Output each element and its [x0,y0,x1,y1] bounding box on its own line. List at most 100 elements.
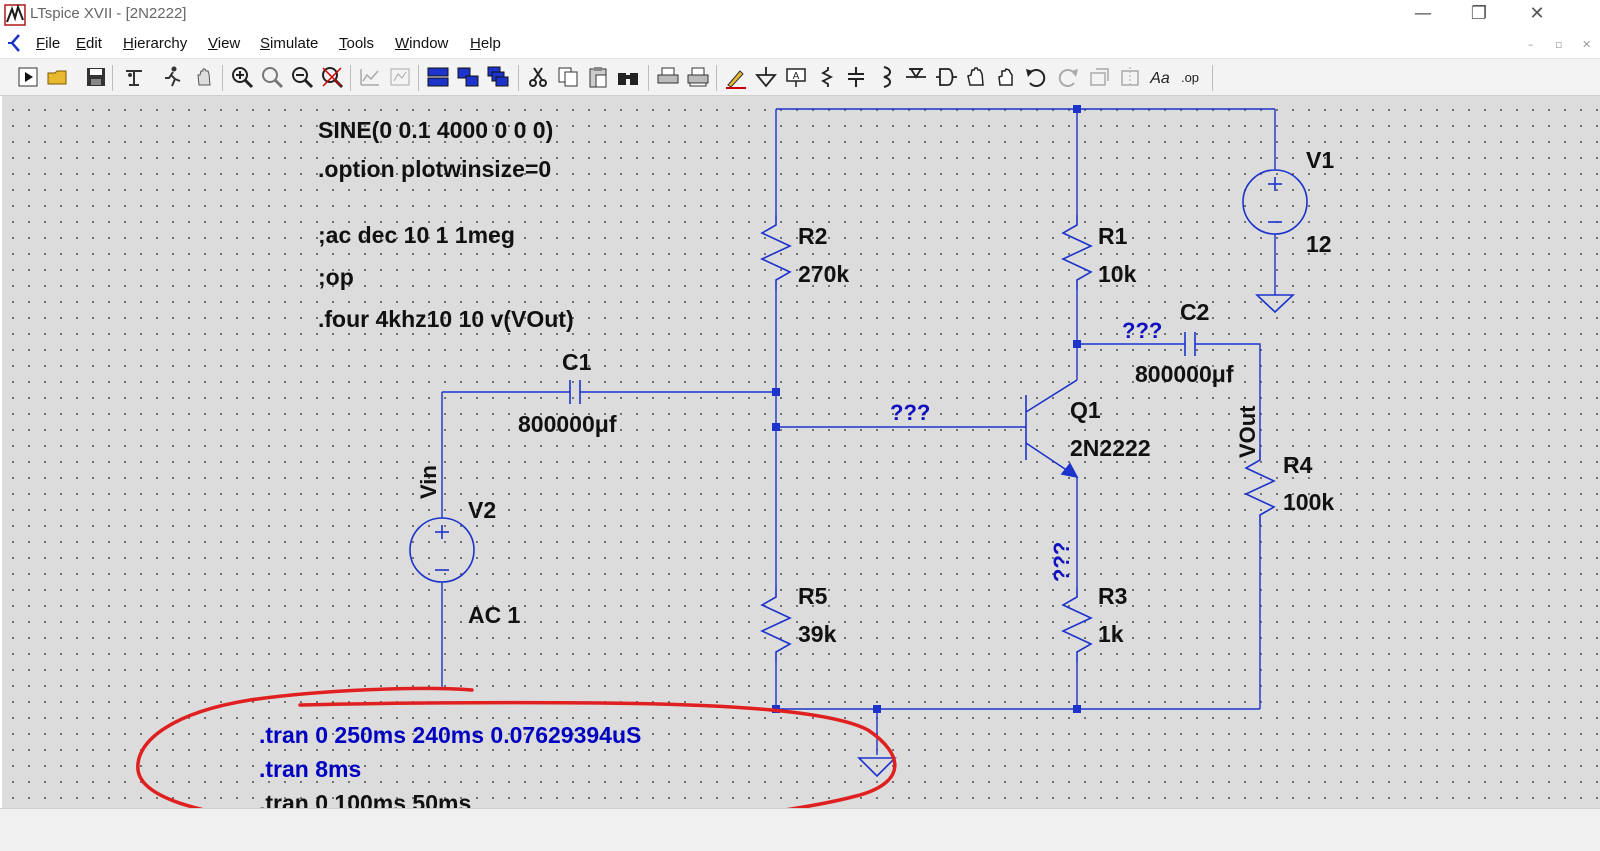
directive-sine[interactable]: SINE(0 0.1 4000 0 0 0) [318,117,553,143]
r2-value-label[interactable]: 270k [798,261,849,287]
run-icon[interactable] [16,65,40,89]
junction-dot [873,705,881,713]
cascade-icon[interactable] [486,65,510,89]
print-setup-icon[interactable] [686,65,710,89]
net-label-collector[interactable]: ??? [1122,318,1162,343]
resistor-r1-symbol[interactable] [1061,215,1093,290]
menu-view[interactable]: View [208,35,241,52]
schematic-canvas[interactable]: R2 270k R1 10k R5 39k R3 1k R4 100k C1 8… [2,96,1600,808]
ground-icon[interactable] [754,65,778,89]
directive-tran-2[interactable]: .tran 8ms [259,756,361,782]
r3-name-label[interactable]: R3 [1098,583,1127,609]
directive-ac-commented[interactable]: ;ac dec 10 1 1meg [318,222,515,248]
r4-name-label[interactable]: R4 [1283,452,1313,478]
voltage-source-v2-symbol[interactable] [409,517,475,583]
paste-icon[interactable] [586,65,610,89]
diode-icon[interactable] [904,65,928,89]
save-icon[interactable] [84,65,108,89]
toolbar-separator [350,65,351,91]
find-icon[interactable] [616,65,640,89]
transistor-q1-symbol[interactable] [1025,379,1079,479]
r2-name-label[interactable]: R2 [798,223,827,249]
capacitor-c2-symbol[interactable] [1184,332,1196,356]
menu-hierarchy[interactable]: Hierarchy [123,35,188,52]
directive-tran-1[interactable]: .tran 0 250ms 240ms 0.07629394uS [259,722,641,748]
r5-name-label[interactable]: R5 [798,583,828,609]
drag-hand-icon[interactable] [994,65,1018,89]
capacitor-c1-symbol[interactable] [569,380,581,404]
zoom-in-icon[interactable] [230,65,254,89]
v1-name-label[interactable]: V1 [1306,147,1334,173]
r4-value-label[interactable]: 100k [1283,489,1334,515]
menu-help[interactable]: Help [470,35,501,52]
zoom-area-icon[interactable] [260,65,284,89]
close-button[interactable]: ✕ [1529,3,1545,24]
mirror-icon[interactable] [1118,65,1142,89]
zoom-out-icon[interactable] [290,65,314,89]
r5-value-label[interactable]: 39k [798,621,837,647]
component-icon[interactable] [934,65,958,89]
inductor-icon[interactable] [874,65,898,89]
r1-value-label[interactable]: 10k [1098,261,1137,287]
net-label-emitter[interactable]: ??? [1049,542,1074,582]
spice-directive-icon[interactable]: .op [1178,65,1202,89]
ground-main-symbol[interactable] [857,757,897,778]
menu-window[interactable]: Window [395,35,449,52]
directive-option[interactable]: .option plotwinsize=0 [318,156,551,182]
c1-name-label[interactable]: C1 [562,349,592,375]
directive-four[interactable]: .four 4khz10 10 v(VOut) [318,306,574,332]
resistor-r5-symbol[interactable] [760,587,792,662]
text-icon[interactable]: Aa [1148,65,1172,89]
resistor-icon[interactable] [814,65,838,89]
redo-icon[interactable] [1056,65,1080,89]
mdi-restore-button[interactable]: ▫ [1555,38,1563,51]
zoom-fit-icon[interactable] [320,65,344,89]
r1-name-label[interactable]: R1 [1098,223,1128,249]
tile-vertical-icon[interactable] [456,65,480,89]
v2-name-label[interactable]: V2 [468,497,496,523]
c1-value-label[interactable]: 800000μf [518,411,617,437]
cut-icon[interactable] [526,65,550,89]
schematic-doc-icon[interactable] [6,33,26,55]
net-label-vin[interactable]: Vin [416,465,441,499]
q1-name-label[interactable]: Q1 [1070,397,1101,423]
autoscale-icon[interactable] [388,65,412,89]
autorange-icon[interactable] [358,65,382,89]
mdi-minimize-button[interactable]: – [1528,38,1534,51]
net-label-vout[interactable]: VOut [1235,405,1260,458]
resistor-r4-symbol[interactable] [1244,450,1276,525]
directive-op-commented[interactable]: ;op [318,264,354,290]
draw-wire-icon[interactable] [724,65,748,89]
print-icon[interactable] [656,65,680,89]
voltage-source-v1-symbol[interactable] [1242,169,1308,235]
v2-value-label[interactable]: AC 1 [468,602,521,628]
control-panel-icon[interactable] [122,65,146,89]
rotate-icon[interactable] [1088,65,1112,89]
menu-tools[interactable]: Tools [339,35,375,52]
resistor-r3-symbol[interactable] [1061,587,1093,662]
halt-icon[interactable] [160,65,184,89]
tile-horizontal-icon[interactable] [426,65,450,89]
maximize-button[interactable]: ❐ [1470,3,1488,24]
net-label-base[interactable]: ??? [890,400,930,425]
c2-value-label[interactable]: 800000μf [1135,361,1234,387]
v1-value-label[interactable]: 12 [1306,231,1332,257]
menu-simulate[interactable]: Simulate [260,35,319,52]
r3-value-label[interactable]: 1k [1098,621,1124,647]
resistor-r2-symbol[interactable] [760,215,792,290]
menu-edit[interactable]: Edit [76,35,102,52]
menu-file[interactable]: File [36,35,61,52]
mdi-close-button[interactable]: ✕ [1582,38,1592,51]
pan-hand-icon[interactable] [192,65,216,89]
open-folder-icon[interactable] [46,65,70,89]
ground-v1-symbol[interactable] [1254,294,1296,314]
copy-icon[interactable] [556,65,580,89]
directive-tran-3[interactable]: .tran 0 100ms 50ms [259,790,471,808]
move-hand-icon[interactable] [964,65,988,89]
c2-name-label[interactable]: C2 [1180,299,1209,325]
q1-value-label[interactable]: 2N2222 [1070,435,1151,461]
undo-icon[interactable] [1024,65,1048,89]
minimize-button[interactable]: — [1414,3,1432,24]
capacitor-icon[interactable] [844,65,868,89]
label-net-icon[interactable]: A [784,65,808,89]
